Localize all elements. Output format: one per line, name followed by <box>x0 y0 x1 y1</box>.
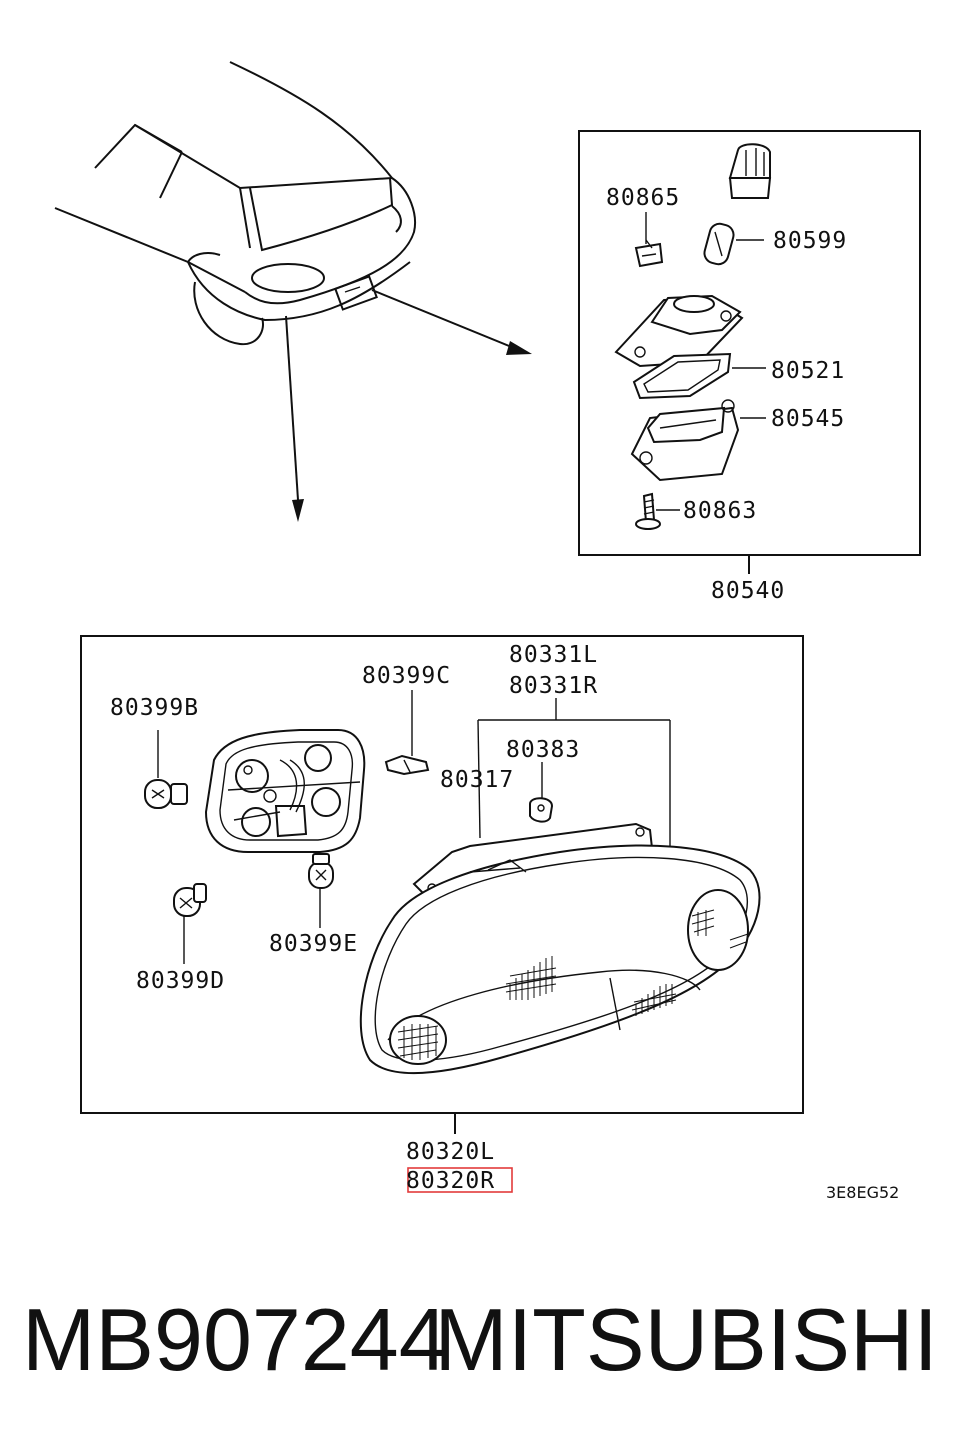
label-80317: 80317 <box>440 767 514 793</box>
label-80521: 80521 <box>771 358 845 384</box>
gasket-part-80521 <box>632 352 766 400</box>
label-80399B: 80399B <box>110 695 199 721</box>
label-80331R: 80331R <box>509 673 598 699</box>
highlight-box-80320R <box>407 1167 513 1193</box>
car-rear-sketch <box>54 61 416 346</box>
grommet-part-80383 <box>529 762 554 823</box>
bulb-part-80599 <box>703 222 764 266</box>
bulb-socket <box>728 143 772 199</box>
nut-part-80865 <box>634 212 664 268</box>
screw-part-80863 <box>635 492 680 530</box>
brand-name: MITSUBISHI <box>434 1290 938 1389</box>
bracket-80331 <box>477 698 671 848</box>
bulb-part-80399D <box>173 883 207 964</box>
bulb-part-80399B <box>144 730 188 809</box>
lens-part-80521 <box>614 294 744 368</box>
label-80865: 80865 <box>606 185 680 211</box>
label-80545: 80545 <box>771 406 845 432</box>
label-80320L: 80320L <box>406 1139 495 1165</box>
tail-lamp-lens <box>359 822 761 1074</box>
drawing-code: 3E8EG52 <box>826 1183 899 1202</box>
label-80399C: 80399C <box>362 663 451 689</box>
label-80399E: 80399E <box>269 931 358 957</box>
label-80331L: 80331L <box>509 642 598 668</box>
callout-arrows <box>285 289 532 522</box>
bulb-part-80399E <box>308 853 334 928</box>
label-80320R: 80320R <box>406 1168 495 1194</box>
label-80599: 80599 <box>773 228 847 254</box>
label-80863: 80863 <box>683 498 757 524</box>
label-80399D: 80399D <box>136 968 225 994</box>
bulb-part-80399C <box>384 690 430 776</box>
tail-lamp-assembly-box <box>80 635 804 1114</box>
footer: MB907244 MITSUBISHI <box>0 1290 960 1400</box>
label-80383: 80383 <box>506 737 580 763</box>
part-number: MB907244 <box>22 1290 448 1389</box>
label-80540: 80540 <box>711 578 785 604</box>
socket-plate <box>204 729 366 853</box>
lens-hatching <box>397 909 749 1060</box>
housing-part-80545 <box>630 399 766 482</box>
